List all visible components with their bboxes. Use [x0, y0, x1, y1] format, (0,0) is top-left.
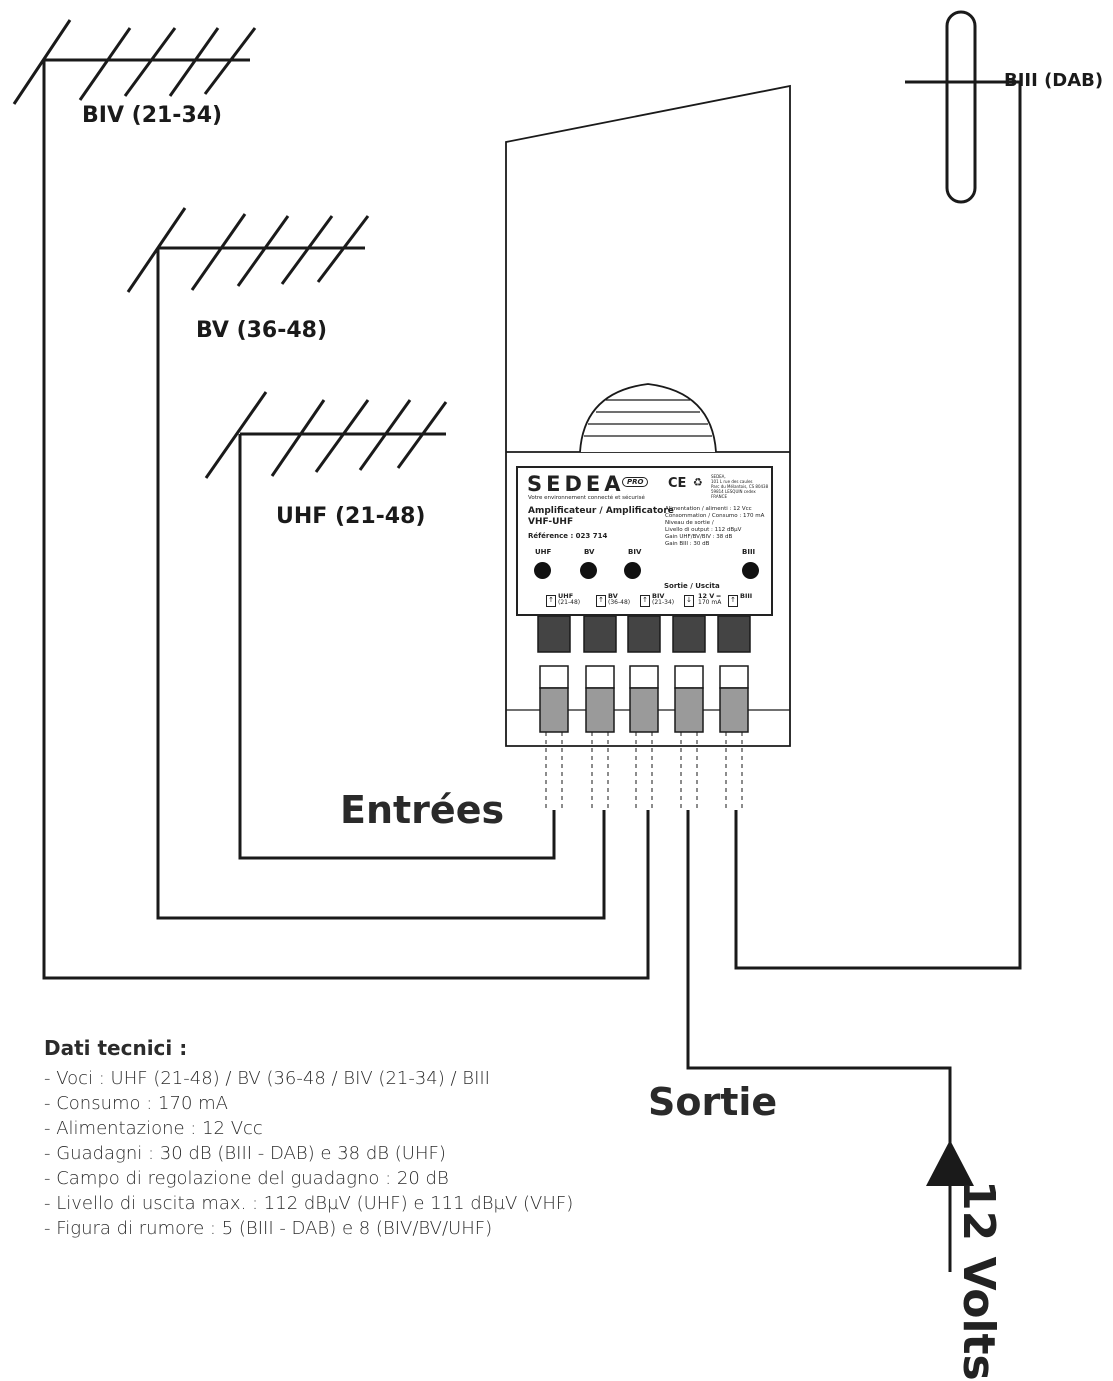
- biii-cable: [734, 82, 1022, 970]
- power-arrow-icon: [926, 1140, 974, 1186]
- uhf-label: UHF (21-48): [276, 504, 426, 529]
- inputs-label: Entrées: [340, 788, 505, 832]
- weee-bin-icon: ♻: [693, 476, 703, 489]
- bv-antenna-icon: [126, 207, 370, 293]
- bv-gain-knob[interactable]: [580, 562, 597, 579]
- wiring-diagram: BIV (21-34) BV (36-48) UHF (21-48) BIII …: [12, 10, 1104, 1381]
- input-arrow-icon: ↑: [546, 595, 556, 607]
- output-arrow-icon: ↓: [684, 595, 694, 607]
- port-bv: BV(36-48): [608, 592, 631, 606]
- input-arrow-icon: ↑: [728, 595, 738, 607]
- biii-gain-knob[interactable]: [742, 562, 759, 579]
- brand-logo: SEDEA: [527, 472, 625, 496]
- output-label: Sortie: [648, 1080, 778, 1124]
- panel-specs: Alimentation / alimenti : 12 Vcc Consomm…: [665, 506, 765, 547]
- biii-label: BIII (DAB): [1004, 70, 1104, 91]
- spec-line: - Alimentazione : 12 Vcc: [44, 1118, 263, 1139]
- knob-label-biii: BIII: [742, 548, 756, 556]
- knob-label-biv: BIV: [628, 548, 642, 556]
- spec-line: - Livello di uscita max. : 112 dBµV (UHF…: [44, 1193, 574, 1214]
- knob-label-bv: BV: [584, 548, 595, 556]
- uhf-cable: [238, 434, 556, 860]
- spec-line: - Consumo : 170 mA: [44, 1093, 228, 1114]
- brand-tagline: Votre environnement connecté et sécurisé: [528, 495, 645, 501]
- product-reference: Référence : 023 714: [528, 532, 608, 540]
- technical-specs: Dati tecnici : - Voci : UHF (21-48) / BV…: [44, 1036, 573, 1241]
- biv-label: BIV (21-34): [82, 103, 223, 128]
- f-connectors: [537, 615, 751, 810]
- specs-title: Dati tecnici :: [44, 1036, 188, 1060]
- bv-cable: [156, 248, 606, 920]
- input-arrow-icon: ↑: [640, 595, 650, 607]
- uhf-gain-knob[interactable]: [534, 562, 551, 579]
- output-cable: [686, 810, 952, 1272]
- input-arrow-icon: ↑: [596, 595, 606, 607]
- spec-line: - Figura di rumore : 5 (BIII - DAB) e 8 …: [44, 1218, 493, 1239]
- spec-line: - Voci : UHF (21-48) / BV (36-48 / BIV (…: [44, 1068, 490, 1089]
- biv-gain-knob[interactable]: [624, 562, 641, 579]
- biv-antenna-icon: [12, 19, 257, 105]
- manufacturer-address: SEDEA, 101 L rue des caules Parc du Méla…: [711, 474, 769, 499]
- port-power: 12 V ═170 mA: [698, 592, 722, 606]
- bv-label: BV (36-48): [196, 318, 328, 343]
- knob-label-uhf: UHF: [535, 548, 552, 556]
- spec-line: - Guadagni : 30 dB (BIII - DAB) e 38 dB …: [44, 1143, 446, 1164]
- brand-badge: PRO: [622, 477, 649, 487]
- ce-mark-icon: CE: [668, 476, 687, 491]
- voltage-label: 12 Volts: [953, 1180, 1004, 1381]
- product-model: Amplificateur / Amplificatore VHF-UHF: [528, 506, 674, 527]
- port-uhf: UHF(21-48): [558, 592, 581, 606]
- spec-line: - Campo di regolazione del guadagno : 20…: [44, 1168, 449, 1189]
- output-section-label: Sortie / Uscita: [664, 582, 720, 590]
- biv-cable: [42, 60, 650, 980]
- uhf-antenna-icon: [204, 391, 448, 479]
- port-biii: BIII: [740, 592, 753, 600]
- biii-antenna-icon: [905, 10, 1020, 204]
- port-biv: BIV(21-34): [652, 592, 675, 606]
- amplifier-panel: SEDEA PRO Votre environnement connecté e…: [516, 466, 773, 616]
